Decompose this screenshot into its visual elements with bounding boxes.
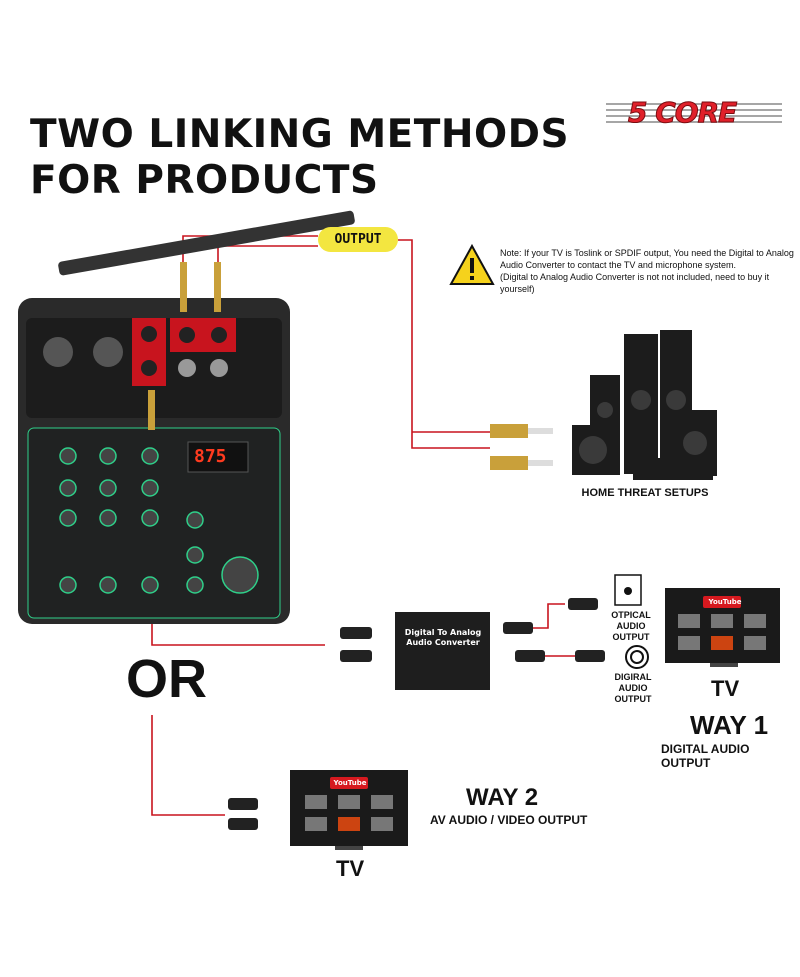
plug-icons: [148, 262, 605, 830]
way-2-title: WAY 2: [466, 784, 539, 811]
output-label: OUTPUT: [318, 227, 398, 252]
coaxial-port-icon: [625, 645, 649, 669]
logo-stripes: [606, 103, 782, 123]
or-label: OR: [126, 649, 207, 709]
tv-1-image: [665, 588, 780, 667]
tv-1-label: TV: [711, 676, 740, 701]
converter-note: Note: If your TV is Toslink or SPDIF out…: [500, 248, 794, 294]
way-2-subtitle: AV AUDIO / VIDEO OUTPUT: [430, 813, 588, 827]
tv-2-label: TV: [336, 856, 365, 881]
mixer-display: 875: [194, 446, 227, 467]
tv-1-youtube-logo: YouTube: [708, 598, 742, 606]
way-1-title: WAY 1: [690, 710, 769, 740]
way-1-subtitle: DIGITAL AUDIO OUTPUT: [661, 742, 750, 770]
warning-triangle-icon: [449, 243, 495, 285]
tv-2-youtube-logo: YouTube: [333, 779, 367, 787]
tv-2-image: [290, 770, 408, 850]
speakers-label: HOME THREAT SETUPS: [581, 487, 709, 499]
brand-logo: 5 CORE: [627, 96, 737, 130]
optical-port-icon: [614, 574, 642, 606]
audio-mixer-image: [18, 210, 355, 624]
converter-box: [395, 612, 490, 690]
speakers-image: [572, 330, 717, 480]
